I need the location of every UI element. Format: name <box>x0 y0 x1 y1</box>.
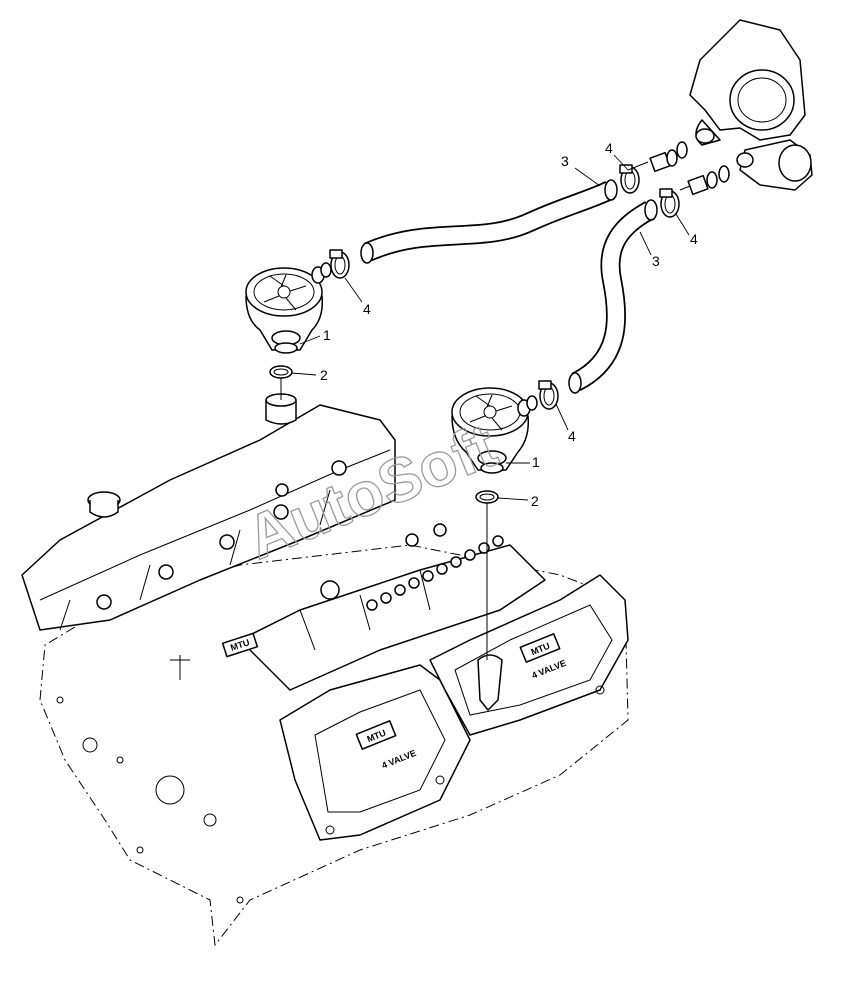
leader-lines <box>291 154 690 501</box>
hose-clamp-2 <box>619 164 640 194</box>
callout-4-mid: 4 <box>568 428 576 444</box>
oil-separator-lower <box>451 387 538 474</box>
callout-4-top: 4 <box>605 140 613 156</box>
callout-4-right: 4 <box>690 231 698 247</box>
valve-cover-lower <box>279 664 471 841</box>
callout-3-lower: 3 <box>652 253 660 269</box>
callout-2-lower: 2 <box>531 493 539 509</box>
injector-row-upper <box>96 460 347 610</box>
brand-badge-2: MTU <box>519 633 561 663</box>
callout-1-lower: 1 <box>532 454 540 470</box>
hose-clamp-1 <box>329 249 350 279</box>
callout-4-left: 4 <box>363 301 371 317</box>
fitting-upper <box>649 141 688 173</box>
o-ring-lower <box>475 490 499 504</box>
fitting-lower <box>687 165 730 196</box>
callout-2-upper: 2 <box>320 367 328 383</box>
brand-badge-3: MTU <box>221 632 259 658</box>
o-ring-upper <box>269 365 293 379</box>
breather-socket <box>477 654 503 711</box>
hose-upper <box>360 179 618 264</box>
crankcase-holes <box>56 685 605 904</box>
callout-3-upper: 3 <box>561 153 569 169</box>
engine-block: MTU MTU MTU 4 VALVE 4 VALVE <box>21 393 629 947</box>
fuel-rail-fittings <box>320 523 504 611</box>
oil-separator-upper <box>245 262 332 354</box>
callout-1-upper: 1 <box>323 327 331 343</box>
hose-lower <box>568 199 658 394</box>
intake-housing <box>689 19 813 191</box>
hose-clamp-4 <box>538 380 559 410</box>
hose-clamp-3 <box>659 188 680 218</box>
brand-badge-1: MTU <box>355 720 397 750</box>
